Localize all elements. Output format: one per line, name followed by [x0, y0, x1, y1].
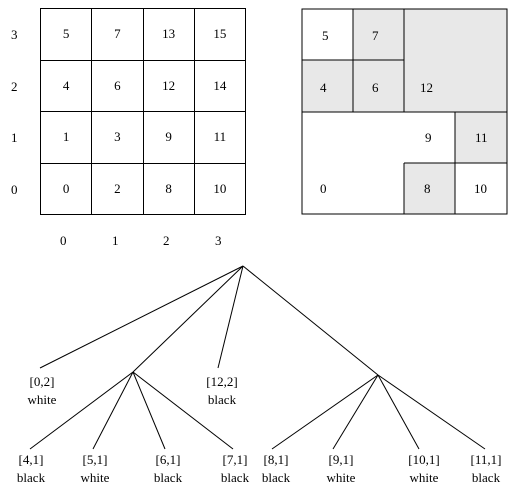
grid-cell: 9 — [143, 112, 195, 164]
quadtree-label: 0 — [320, 181, 327, 196]
node-color: white — [326, 470, 356, 486]
tree-node: [0,2] white — [20, 373, 64, 409]
quadtree-label: 8 — [424, 181, 431, 196]
left-grid: 5 7 13 15 4 6 12 14 1 3 9 11 0 2 8 10 — [40, 8, 246, 215]
grid-cell: 10 — [194, 163, 246, 215]
grid-cell: 3 — [92, 112, 144, 164]
grid-cell: 13 — [143, 9, 195, 61]
tree-edge — [332, 374, 379, 450]
node-key: [11,1] — [470, 452, 502, 467]
tree-node: [6,1] black — [145, 451, 191, 487]
node-key: [4,1] — [18, 452, 44, 467]
tree-node: [11,1] black — [462, 451, 510, 487]
node-key: [12,2] — [206, 374, 238, 389]
tree-node: [4,1] black — [8, 451, 54, 487]
quadtree-label: 10 — [474, 181, 487, 196]
tree-edge — [377, 374, 420, 450]
node-color: black — [261, 470, 291, 486]
tree-node: [9,1] white — [315, 451, 367, 487]
grid-cell: 11 — [194, 112, 246, 164]
tree-edge — [242, 265, 379, 376]
quadtree-lines — [301, 8, 508, 215]
tree-edge — [29, 371, 134, 450]
tree-edge — [132, 371, 234, 450]
tree-edge — [92, 371, 134, 450]
row-label: 3 — [11, 27, 18, 42]
col-label: 1 — [112, 233, 119, 248]
node-key: [5,1] — [82, 452, 108, 467]
col-label: 2 — [163, 233, 170, 248]
tree-edge — [271, 374, 379, 450]
tree-node: [12,2] black — [197, 373, 247, 409]
node-color: white — [27, 392, 57, 408]
node-color: white — [80, 470, 110, 486]
node-color: black — [153, 470, 183, 486]
grid-cell: 0 — [41, 163, 93, 215]
grid-cell: 8 — [143, 163, 195, 215]
grid-cell: 12 — [143, 60, 195, 112]
quadtree-label: 11 — [475, 130, 488, 145]
grid-cell: 6 — [92, 60, 144, 112]
node-key: [6,1] — [155, 452, 181, 467]
shaded-cell — [404, 9, 507, 112]
quadtree-label: 9 — [425, 130, 432, 145]
shaded-cells — [302, 9, 507, 214]
grid-cell: 1 — [41, 112, 93, 164]
grid-cell: 14 — [194, 60, 246, 112]
tree-node: [7,1] black — [212, 451, 258, 487]
node-color: black — [220, 470, 250, 486]
grid-cell: 15 — [194, 9, 246, 61]
quadtree-label: 5 — [322, 28, 329, 43]
quadtree-label: 4 — [320, 80, 327, 95]
grid-cell: 5 — [41, 9, 93, 61]
col-label: 3 — [215, 233, 222, 248]
quadtree-label: 6 — [372, 80, 379, 95]
tree-node: [10,1] white — [398, 451, 450, 487]
node-color: black — [471, 470, 501, 486]
col-label: 0 — [60, 233, 67, 248]
quadtree-label: 7 — [372, 28, 379, 43]
shaded-cell — [353, 9, 404, 60]
tree-edge — [132, 371, 166, 450]
node-color: black — [16, 470, 46, 486]
tree-node: [8,1] black — [253, 451, 299, 487]
row-label: 1 — [11, 130, 18, 145]
shaded-cell — [353, 60, 404, 112]
grid-cell: 7 — [92, 9, 144, 61]
tree-edge — [132, 265, 244, 373]
node-key: [8,1] — [263, 452, 289, 467]
node-key: [0,2] — [29, 374, 55, 389]
node-key: [9,1] — [328, 452, 354, 467]
quadtree-label: 12 — [420, 80, 433, 95]
shaded-cell — [455, 112, 507, 163]
tree-edge — [217, 265, 244, 369]
grid-cell: 2 — [92, 163, 144, 215]
node-key: [7,1] — [222, 452, 248, 467]
node-key: [10,1] — [408, 452, 440, 467]
node-color: black — [207, 392, 237, 408]
tree-edge — [377, 374, 486, 450]
grid-cell: 4 — [41, 60, 93, 112]
row-label: 0 — [11, 182, 18, 197]
tree-node: [5,1] white — [72, 451, 118, 487]
row-label: 2 — [11, 79, 18, 94]
tree-edge — [39, 265, 244, 369]
node-color: white — [409, 470, 439, 486]
shaded-cell — [404, 163, 455, 214]
shaded-cell — [302, 60, 353, 112]
